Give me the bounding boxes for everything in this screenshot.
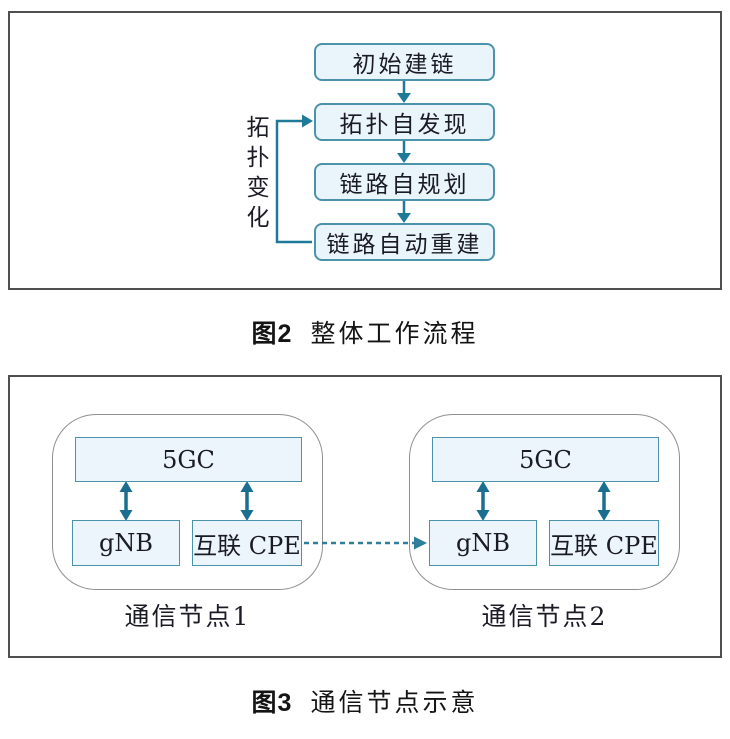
node2-5gc-box: 5GC — [432, 437, 659, 482]
flow-step-topology-discovery: 拓扑自发现 — [314, 103, 495, 141]
node2-cpe-box: 互联 CPE — [549, 520, 659, 566]
node1-gnb-box: gNB — [72, 520, 180, 566]
figure3-caption-title: 通信节点示意 — [310, 688, 479, 717]
flow-step-link-rebuild: 链路自动重建 — [314, 223, 495, 261]
node1-5gc-box: 5GC — [75, 437, 302, 482]
figure2-caption-number: 图2 — [251, 320, 293, 348]
node2-label: 通信节点2 — [481, 602, 608, 631]
flow-step-link-planning: 链路自规划 — [314, 163, 495, 201]
flow-arrow-down-icon — [397, 199, 411, 223]
node2-gnb-box: gNB — [429, 520, 537, 566]
feedback-label: 拓扑变化 — [242, 115, 268, 235]
figure2-caption: 图2 整体工作流程 — [0, 314, 730, 350]
figure3-panel: 5GC gNB 互联 CPE 通信节点1 5GC gNB 互联 CPE 通信节点… — [8, 375, 722, 658]
flow-arrow-down-icon — [397, 139, 411, 163]
figure3-caption: 图3 通信节点示意 — [0, 683, 730, 719]
figure2-caption-title: 整体工作流程 — [310, 319, 479, 348]
flow-step-initial-link: 初始建链 — [314, 43, 495, 81]
feedback-loop-arrow — [275, 114, 313, 244]
node1-cpe-box: 互联 CPE — [192, 520, 302, 566]
figure2-panel: 初始建链 拓扑自发现 链路自规划 链路自动重建 拓扑变化 — [8, 11, 722, 290]
figure3-caption-number: 图3 — [251, 689, 293, 717]
flow-arrow-down-icon — [397, 79, 411, 103]
node1-label: 通信节点1 — [124, 602, 251, 631]
